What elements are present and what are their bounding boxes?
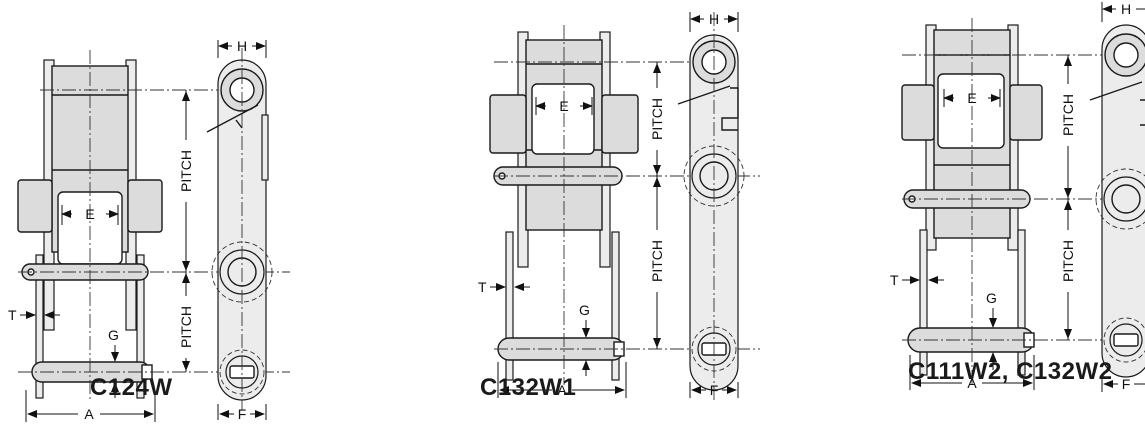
dimension-F: F (1101, 376, 1145, 392)
dimension-A: A (497, 362, 627, 398)
dimension-F: F (217, 404, 267, 422)
label-A: A (557, 382, 567, 398)
dimension-pitch: PITCH PITCH (1060, 55, 1076, 340)
window (937, 73, 1005, 149)
label-G: G (108, 327, 119, 343)
side-view (1089, 24, 1145, 378)
label-T: T (890, 272, 899, 288)
label-T: T (478, 279, 487, 295)
dimension-T: T (8, 307, 60, 323)
diagram-c111w2-c132w2: H PITCH PITCH E T G (890, 1, 1145, 392)
label-pitch-lower: PITCH (649, 240, 665, 282)
dimension-E: E (61, 205, 119, 225)
right-link-bar (1017, 229, 1026, 376)
label-F: F (710, 382, 719, 398)
label-E: E (559, 98, 568, 114)
dimension-A: A (909, 355, 1035, 391)
left-block (489, 94, 527, 154)
dimension-T: T (890, 272, 944, 288)
label-A: A (84, 406, 94, 422)
diagram-c124w: H PITCH PITCH E T G (8, 38, 290, 422)
dimension-F: F (689, 382, 739, 398)
caption-c111w2-c132w2: C111W2, C132W2 (908, 358, 1113, 385)
right-block (1009, 84, 1043, 141)
label-E: E (85, 206, 94, 222)
right-link-bar (136, 254, 145, 399)
dimension-E: E (535, 97, 593, 115)
caption-c132w1: C132W1 (480, 374, 577, 401)
label-pitch-upper: PITCH (649, 98, 665, 140)
label-pitch-lower: PITCH (178, 306, 194, 348)
dimension-H: H (1101, 1, 1145, 22)
diagram-c132w1: H PITCH PITCH E T G (478, 11, 760, 400)
label-pitch-lower: PITCH (1060, 240, 1076, 282)
dimension-pitch: PITCH PITCH (649, 62, 665, 349)
dimension-T: T (478, 279, 530, 295)
dimension-A: A (25, 390, 156, 422)
left-block (901, 84, 935, 141)
front-view (901, 18, 1145, 385)
label-G: G (986, 290, 997, 306)
right-block (601, 94, 639, 154)
label-T: T (8, 307, 17, 323)
front-view (17, 50, 290, 400)
right-link-bar (611, 231, 620, 381)
dimension-H: H (217, 38, 267, 58)
side-view (677, 12, 745, 400)
label-H: H (709, 11, 719, 27)
dimension-G: G (986, 290, 997, 370)
dimension-G: G (579, 302, 590, 376)
left-link-bar (505, 231, 514, 381)
label-A: A (967, 375, 977, 391)
label-F: F (1122, 376, 1131, 392)
left-link-bar (919, 229, 928, 376)
front-view (489, 25, 760, 385)
dimension-pitch: PITCH PITCH (178, 90, 194, 372)
side-view (206, 48, 273, 410)
caption-c124w: C124W (90, 374, 173, 401)
dimension-E: E (943, 89, 1001, 107)
right-block (127, 179, 163, 233)
left-link-bar (35, 254, 44, 399)
label-E: E (967, 90, 976, 106)
label-H: H (1121, 1, 1131, 17)
label-F: F (238, 406, 247, 422)
dimension-G: G (108, 327, 119, 398)
middle-bushing (1103, 176, 1145, 222)
label-G: G (579, 302, 590, 318)
upper-pin (493, 166, 623, 186)
label-H: H (237, 38, 247, 54)
window (531, 83, 595, 155)
label-pitch-upper: PITCH (178, 150, 194, 192)
left-block (17, 179, 53, 233)
label-pitch-upper: PITCH (1060, 94, 1076, 136)
upper-pin (903, 189, 1031, 209)
dimension-H: H (689, 11, 739, 32)
